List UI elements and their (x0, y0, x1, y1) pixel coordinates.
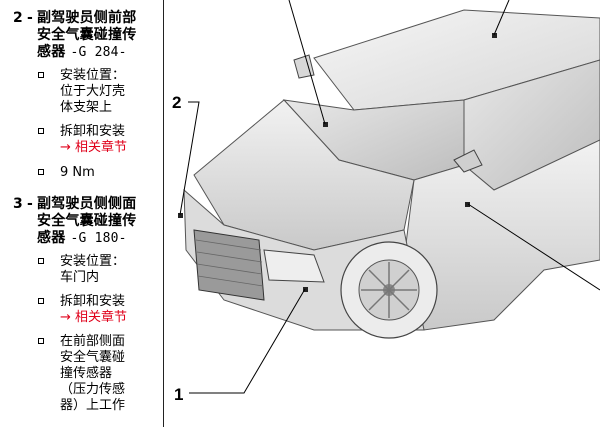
list-item: 安装位置： 位于大灯壳 体支架上 (0, 68, 160, 116)
entry-3: 3 - 副驾驶员侧侧面 安全气囊碰撞传 感器 -G 180- 安装位置： 车门内… (0, 196, 160, 414)
entry-3-title-line-3: 感器 (37, 230, 66, 246)
list-item: 拆卸和安装 → 相关章节 (0, 124, 160, 156)
bullet-text-line: 位于大灯壳 (60, 84, 126, 99)
sensor-marker (492, 33, 497, 38)
sensor-marker (178, 213, 183, 218)
entry-3-dash: - (27, 196, 34, 212)
list-item: 拆卸和安装 → 相关章节 (0, 294, 160, 326)
entry-3-title-line-1: 副驾驶员侧侧面 (37, 196, 137, 212)
arrow-right-icon: → (60, 310, 71, 325)
bullet-text-line: 安装位置： (60, 68, 126, 83)
entry-2-part-code: -G 284- (70, 45, 127, 60)
column-divider (163, 0, 164, 427)
entry-3-title-line-3-row: 感器 -G 180- (37, 230, 160, 247)
entry-2-bullets: 安装位置： 位于大灯壳 体支架上 拆卸和安装 → 相关章节 9 Nm (0, 68, 160, 181)
bullet-text-line: 拆卸和安装 (60, 124, 126, 139)
entry-3-number: 3 (13, 196, 23, 212)
entry-3-title-line-2: 安全气囊碰撞传 (37, 213, 137, 229)
related-chapter-link[interactable]: → 相关章节 (60, 140, 160, 156)
entry-3-part-code: -G 180- (70, 231, 127, 246)
entry-2-title-line-3: 感器 (37, 44, 66, 60)
bullet-text-line: 体支架上 (60, 100, 113, 115)
car-sedan-illustration: 2 1 (172, 0, 600, 404)
bullet-text-line: 器）上工作 (60, 398, 126, 413)
entry-2-dash: - (27, 10, 34, 26)
headlight (263, 249, 325, 283)
text-column: 2 - 副驾驶员侧前部 安全气囊碰撞传 感器 -G 284- 安装位置： 位于大… (0, 0, 160, 427)
bullet-text-line: 在前部侧面 (60, 334, 126, 349)
list-item: 9 Nm (0, 165, 160, 181)
bullet-text-line: 拆卸和安装 (60, 294, 126, 309)
entry-2-number: 2 (13, 10, 23, 26)
bullet-text-line: （压力传感 (60, 382, 126, 397)
sensor-marker (303, 287, 308, 292)
entry-2-title-line-3-row: 感器 -G 284- (37, 44, 160, 61)
arrow-right-icon: → (60, 140, 71, 155)
related-chapter-link-text[interactable]: 相关章节 (75, 140, 128, 155)
list-item: 在前部侧面 安全气囊碰 撞传感器 （压力传感 器）上工作 (0, 334, 160, 414)
list-item: 安装位置： 车门内 (0, 254, 160, 286)
sensor-marker (323, 122, 328, 127)
car-illustration: 2 1 (164, 0, 600, 427)
callout-2: 2 (172, 93, 181, 112)
checkbox-square-icon (38, 169, 44, 175)
sensor-marker (465, 202, 470, 207)
bullet-text-line: 安全气囊碰 (60, 350, 126, 365)
entry-2-title-line-1: 副驾驶员侧前部 (37, 10, 137, 26)
torque-value: 9 Nm (60, 165, 95, 180)
entry-2: 2 - 副驾驶员侧前部 安全气囊碰撞传 感器 -G 284- 安装位置： 位于大… (0, 10, 160, 181)
entry-2-heading: 2 - 副驾驶员侧前部 安全气囊碰撞传 感器 -G 284- (0, 10, 160, 61)
entry-3-heading: 3 - 副驾驶员侧侧面 安全气囊碰撞传 感器 -G 180- (0, 196, 160, 247)
related-chapter-link[interactable]: → 相关章节 (60, 310, 160, 326)
checkbox-square-icon (38, 338, 44, 344)
entry-2-title-line-2: 安全气囊碰撞传 (37, 27, 137, 43)
callout-1: 1 (174, 385, 183, 404)
checkbox-square-icon (38, 72, 44, 78)
checkbox-square-icon (38, 298, 44, 304)
entry-3-bullets: 安装位置： 车门内 拆卸和安装 → 相关章节 在前部侧面 安全气囊碰 撞传感器 … (0, 254, 160, 414)
bullet-text-line: 撞传感器 (60, 366, 113, 381)
related-chapter-link-text[interactable]: 相关章节 (75, 310, 128, 325)
bullet-text-line: 车门内 (60, 270, 100, 285)
side-mirror (453, 149, 483, 173)
bullet-text-line: 安装位置： (60, 254, 126, 269)
checkbox-square-icon (38, 258, 44, 264)
checkbox-square-icon (38, 128, 44, 134)
